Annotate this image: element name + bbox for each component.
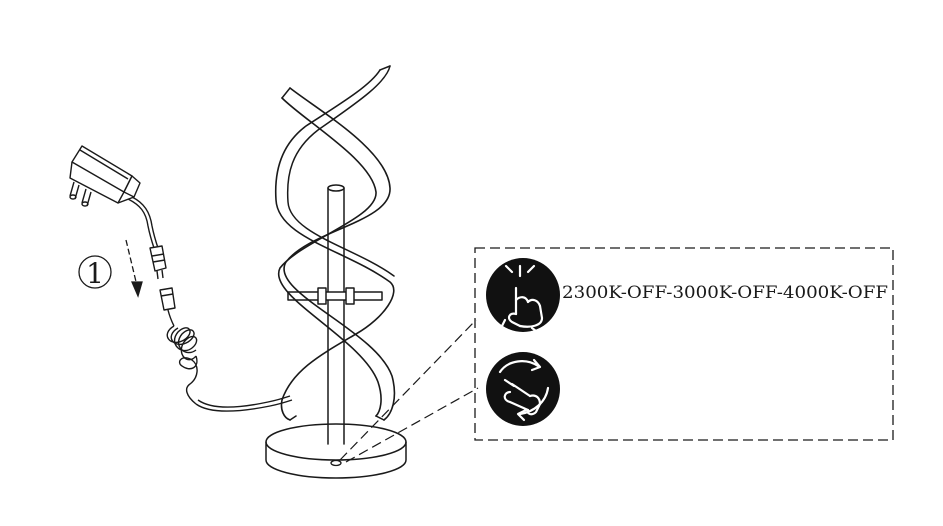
- callout-leader-lines: [339, 319, 479, 463]
- connect-arrow-icon: [125, 239, 143, 298]
- touch-sensor: [330, 459, 342, 467]
- lamp-cable: [159, 287, 293, 412]
- touch-instruction-callout: [474, 247, 894, 441]
- power-adapter: [69, 145, 167, 280]
- press-hold-hand-icon: [486, 352, 560, 426]
- color-temperature-sequence: 2300K-OFF-3000K-OFF-4000K-OFF: [562, 283, 888, 303]
- step-marker-number: 1: [86, 257, 104, 290]
- step-marker: 1: [78, 255, 112, 290]
- tap-hand-icon: [486, 258, 560, 336]
- spiral-lamp: [265, 65, 407, 479]
